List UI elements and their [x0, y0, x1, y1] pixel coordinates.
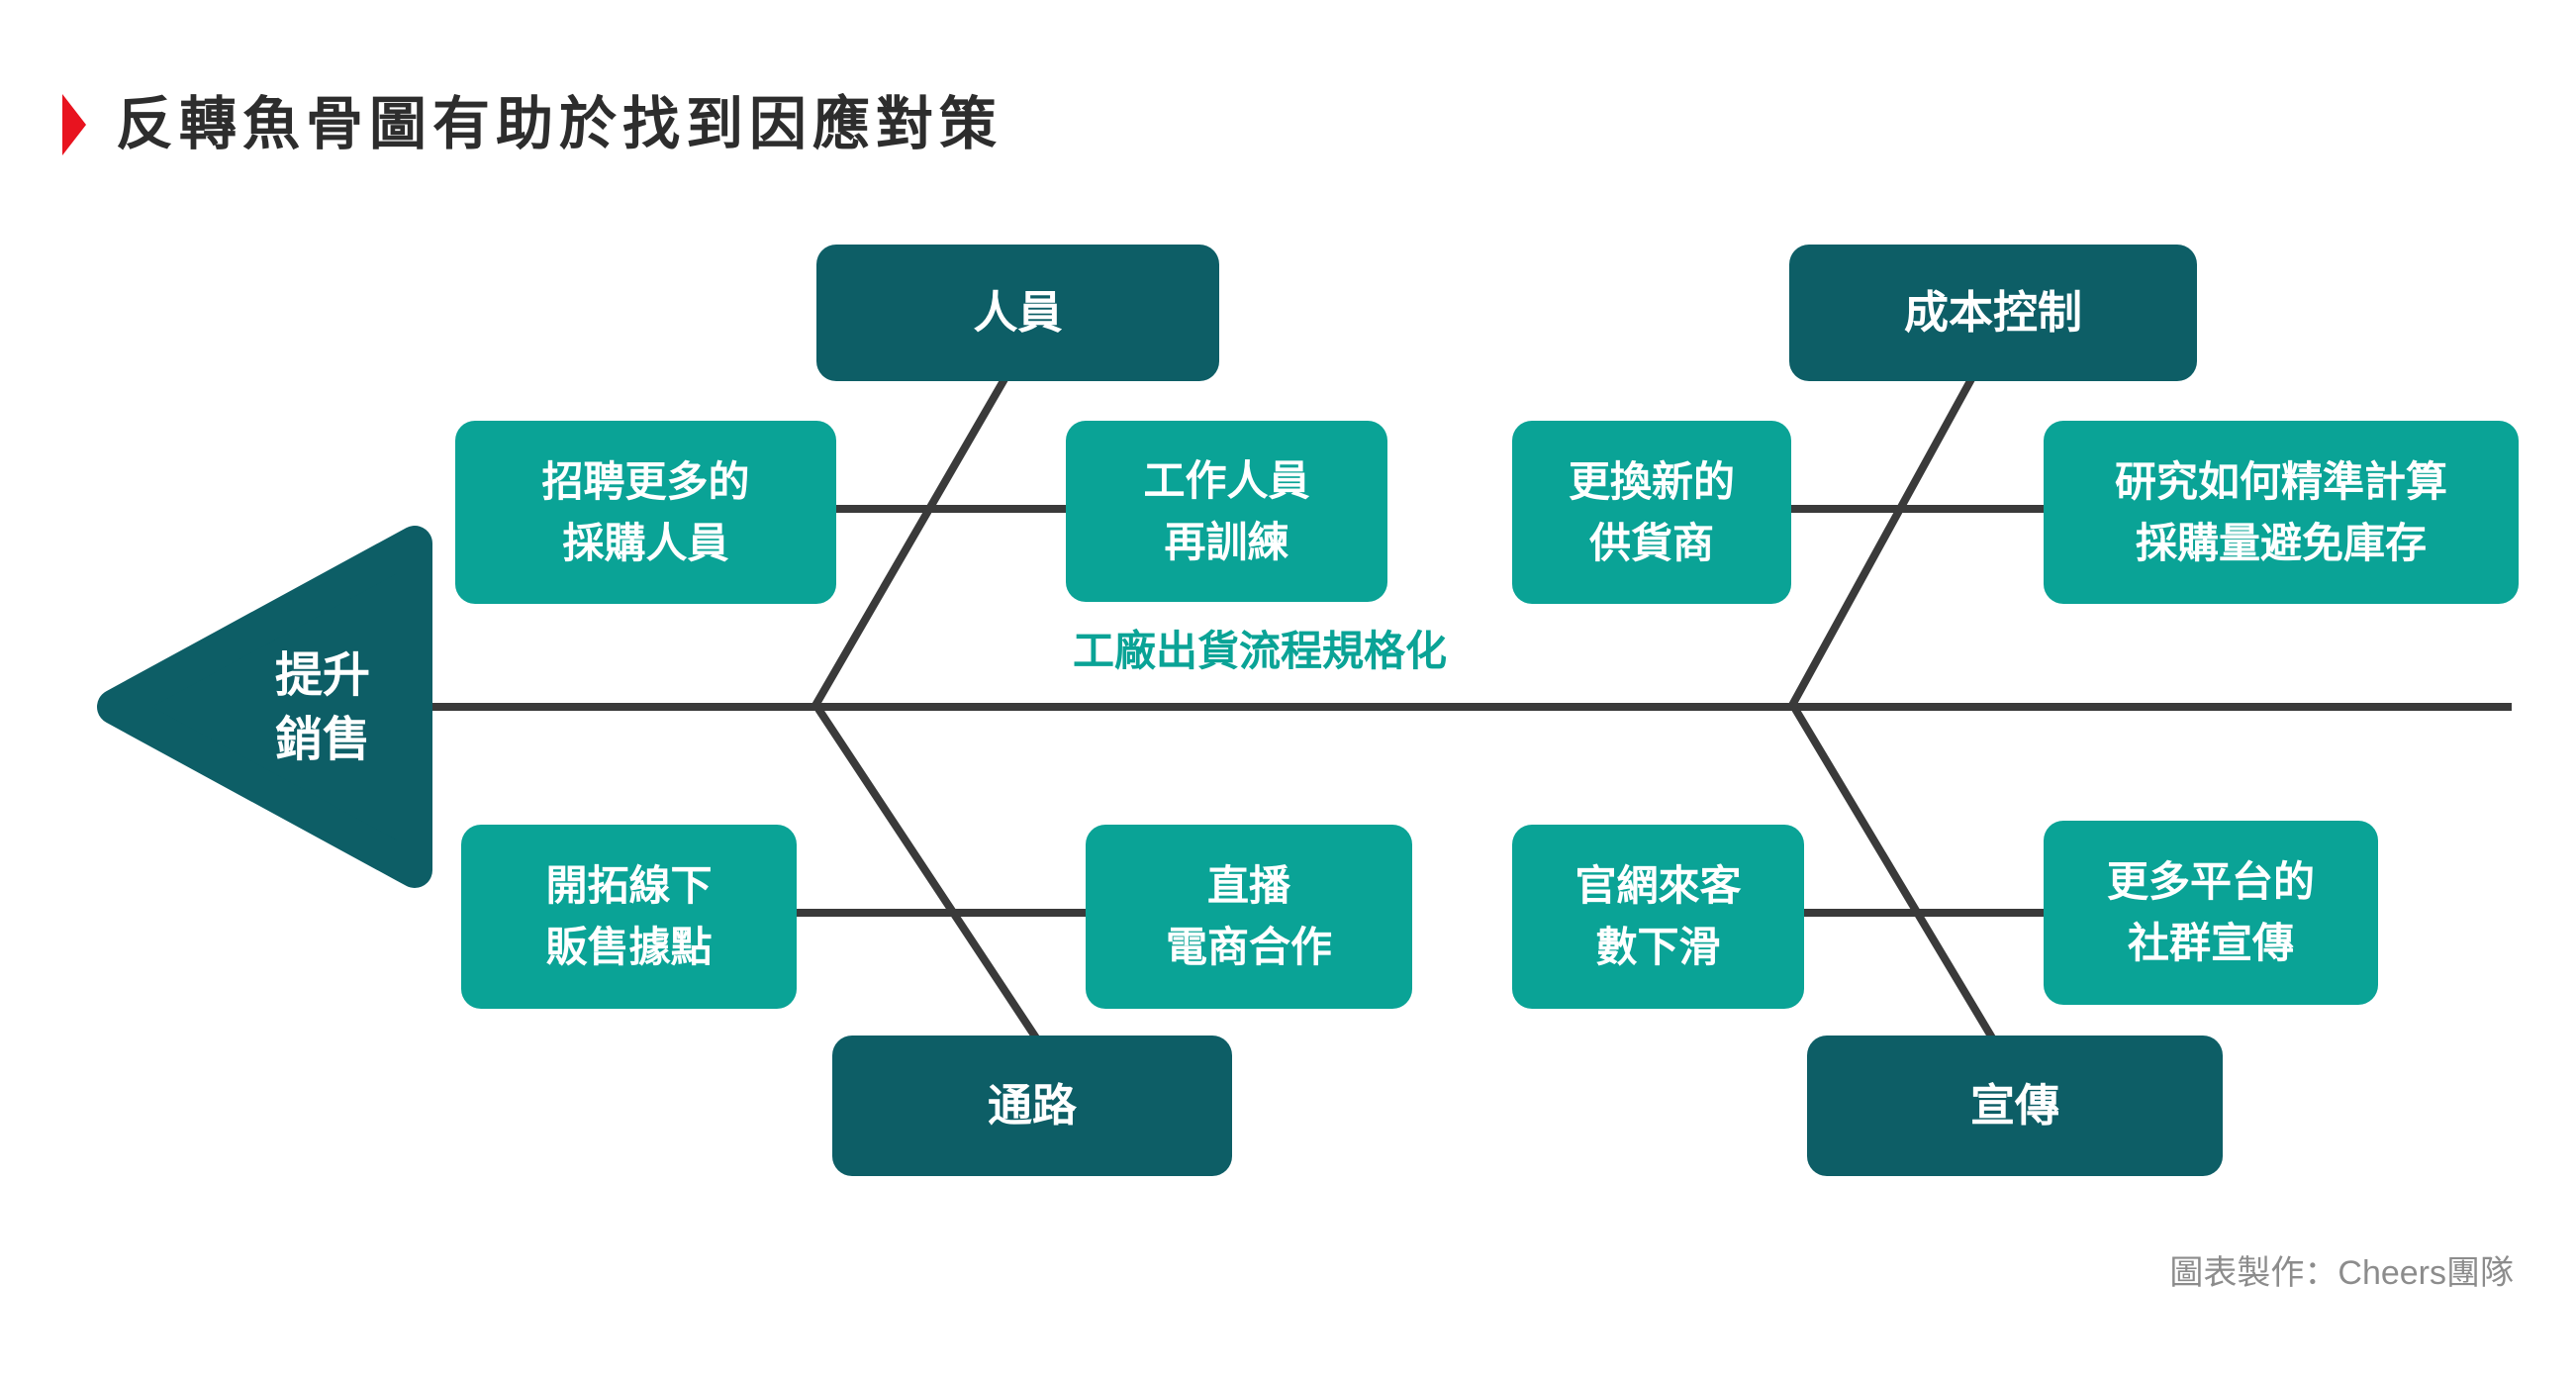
category-label: 人員	[973, 287, 1063, 338]
title-row: 反轉魚骨圖有助於找到因應對策	[62, 91, 1002, 158]
cause-box-hire-more-buyers: 招聘更多的 採購人員	[455, 421, 836, 604]
category-label: 成本控制	[1903, 287, 2082, 338]
rib-top-left	[810, 376, 1008, 712]
category-label: 宣傳	[1969, 1080, 2059, 1131]
goal-line-2: 銷售	[274, 714, 370, 766]
cause-line: 再訓練	[1164, 518, 1289, 565]
credit-label: 圖表製作：Cheers團隊	[2169, 1254, 2514, 1292]
goal-line-1: 提升	[274, 649, 370, 702]
category-box-channel: 通路	[832, 1036, 1232, 1176]
page-title: 反轉魚骨圖有助於找到因應對策	[116, 92, 1003, 156]
category-box-promotion: 宣傳	[1807, 1036, 2223, 1176]
cause-box-livestream-ecommerce: 直播 電商合作	[1086, 825, 1412, 1009]
cause-box-offline-locations: 開拓線下 販售據點	[461, 825, 797, 1009]
cause-line: 招聘更多的	[541, 457, 750, 505]
cause-line: 更多平台的	[2106, 858, 2315, 905]
cause-line: 官網來客	[1574, 862, 1742, 909]
cause-box-precise-purchasing: 研究如何精準計算 採購量避免庫存	[2044, 421, 2519, 604]
cause-box-staff-retraining: 工作人員 再訓練	[1066, 421, 1387, 602]
goal-label: 提升 銷售	[194, 643, 451, 772]
rib-top-right	[1786, 377, 1975, 711]
cause-line: 電商合作	[1165, 924, 1332, 970]
spine-note-label: 工廠出貨流程規格化	[1072, 628, 1447, 674]
cause-box-more-social-platforms: 更多平台的 社群宣傳	[2044, 821, 2378, 1005]
cause-line: 開拓線下	[545, 862, 713, 909]
cause-line: 社群宣傳	[2127, 920, 2294, 966]
fish-head-arrow-icon	[97, 526, 432, 888]
cause-line: 更換新的	[1568, 457, 1735, 505]
cause-line: 採購量避免庫存	[2135, 519, 2427, 566]
cause-box-website-traffic-decline: 官網來客 數下滑	[1512, 825, 1804, 1009]
category-label: 通路	[987, 1080, 1077, 1131]
cause-line: 直播	[1206, 862, 1290, 909]
cause-line: 販售據點	[545, 924, 713, 970]
category-box-people: 人員	[816, 245, 1219, 381]
cause-line: 供貨商	[1588, 519, 1714, 566]
cause-box-new-supplier: 更換新的 供貨商	[1512, 421, 1791, 604]
category-box-cost-control: 成本控制	[1789, 245, 2197, 381]
rib-bottom-left	[814, 706, 1041, 1042]
rib-bottom-right	[1791, 706, 1997, 1042]
cause-line: 數下滑	[1595, 924, 1721, 970]
cause-line: 研究如何精準計算	[2114, 457, 2447, 505]
red-right-triangle-icon	[62, 94, 86, 155]
cause-line: 採購人員	[562, 519, 729, 566]
cause-line: 工作人員	[1143, 456, 1310, 504]
